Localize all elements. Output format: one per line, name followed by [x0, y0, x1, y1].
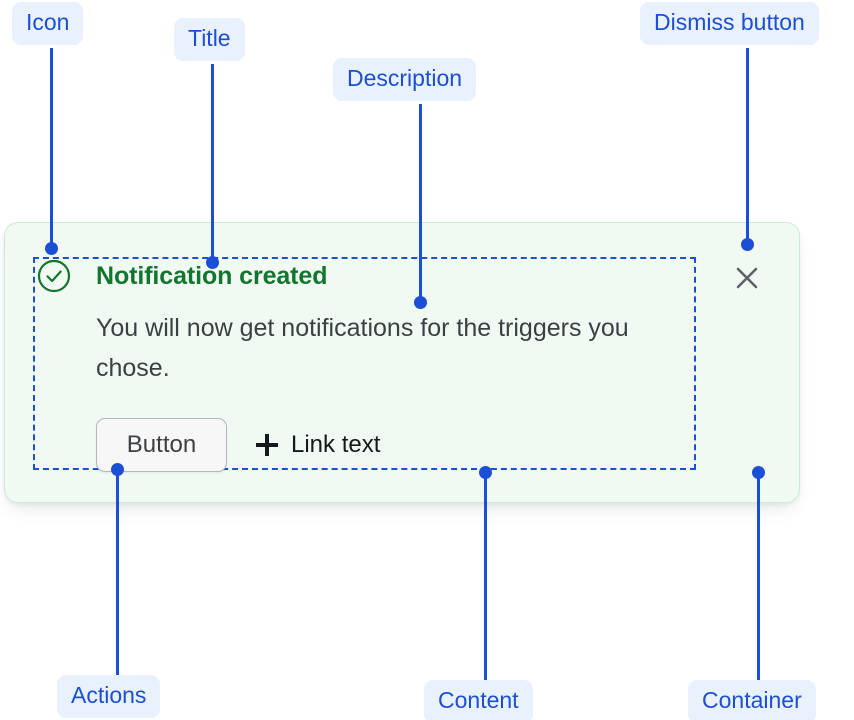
action-button[interactable]: Button: [96, 418, 227, 472]
action-link-label: Link text: [291, 431, 381, 458]
content-region-outline: [33, 257, 696, 470]
annotation-label-actions: Actions: [57, 675, 161, 718]
annotation-label-content: Content: [424, 680, 533, 720]
annotation-dot-content: [479, 466, 492, 479]
annotation-label-title: Title: [174, 18, 245, 61]
annotation-dot-description: [414, 296, 427, 309]
annotation-dot-actions: [111, 463, 124, 476]
annotation-leader-dismiss: [746, 48, 749, 242]
annotation-leader-actions: [116, 470, 119, 675]
annotation-leader-icon: [50, 48, 53, 248]
annotation-leader-content: [484, 474, 487, 680]
annotation-dot-icon: [45, 242, 58, 255]
dismiss-button[interactable]: [730, 261, 764, 295]
close-icon: [736, 267, 758, 289]
annotation-label-dismiss: Dismiss button: [640, 2, 819, 45]
annotation-leader-description: [419, 104, 422, 300]
plus-icon: [256, 434, 278, 456]
check-circle-icon: [37, 259, 71, 293]
annotation-leader-title: [211, 64, 214, 260]
annotation-dot-dismiss: [741, 238, 754, 251]
annotation-leader-container: [757, 474, 760, 680]
annotation-dot-container: [752, 466, 765, 479]
annotation-label-icon: Icon: [12, 2, 84, 45]
notification-description: You will now get notifications for the t…: [96, 314, 629, 382]
annotation-dot-title: [206, 256, 219, 269]
notification-actions: Button Link text: [96, 418, 380, 472]
action-link[interactable]: Link text: [256, 431, 380, 459]
annotation-label-container: Container: [688, 680, 816, 720]
annotation-label-description: Description: [333, 58, 477, 101]
